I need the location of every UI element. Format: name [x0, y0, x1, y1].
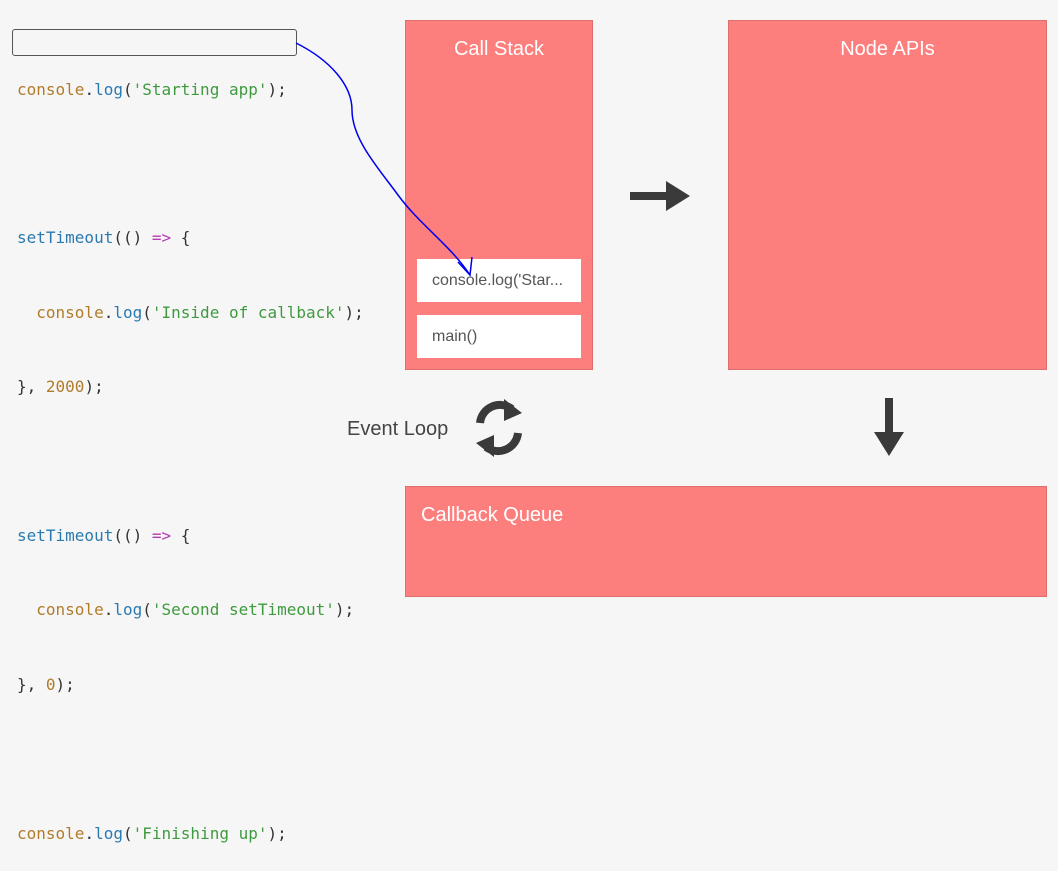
- code-line-2: setTimeout(() => {: [17, 228, 191, 248]
- code-line-4: }, 2000);: [17, 377, 104, 397]
- arrow-down-icon: [874, 398, 904, 456]
- code-line-6: console.log('Second setTimeout');: [36, 600, 355, 620]
- refresh-cycle-icon: [476, 399, 522, 457]
- code-line-3: console.log('Inside of callback');: [36, 302, 364, 322]
- arrow-right-icon: [630, 181, 690, 211]
- code-line-7: }, 0);: [17, 674, 75, 694]
- callback-queue-panel: Callback Queue: [405, 486, 1047, 597]
- stack-frame-main: main(): [417, 315, 581, 358]
- code-line-5: setTimeout(() => {: [17, 525, 191, 545]
- call-stack-panel: Call Stack console.log('Star... main(): [405, 20, 593, 370]
- node-apis-panel: Node APIs: [728, 20, 1047, 370]
- call-stack-title: Call Stack: [453, 38, 545, 60]
- node-apis-title: Node APIs: [840, 38, 935, 60]
- event-loop-label: Event Loop: [347, 418, 449, 440]
- code-listing: console.log('Starting app'); setTimeout(…: [17, 28, 364, 871]
- stack-frame-console-log: console.log('Star...: [417, 259, 581, 302]
- code-line-1: console.log('Starting app');: [17, 79, 287, 99]
- code-line-8: console.log('Finishing up');: [17, 823, 287, 843]
- callback-queue-title: Callback Queue: [421, 504, 564, 526]
